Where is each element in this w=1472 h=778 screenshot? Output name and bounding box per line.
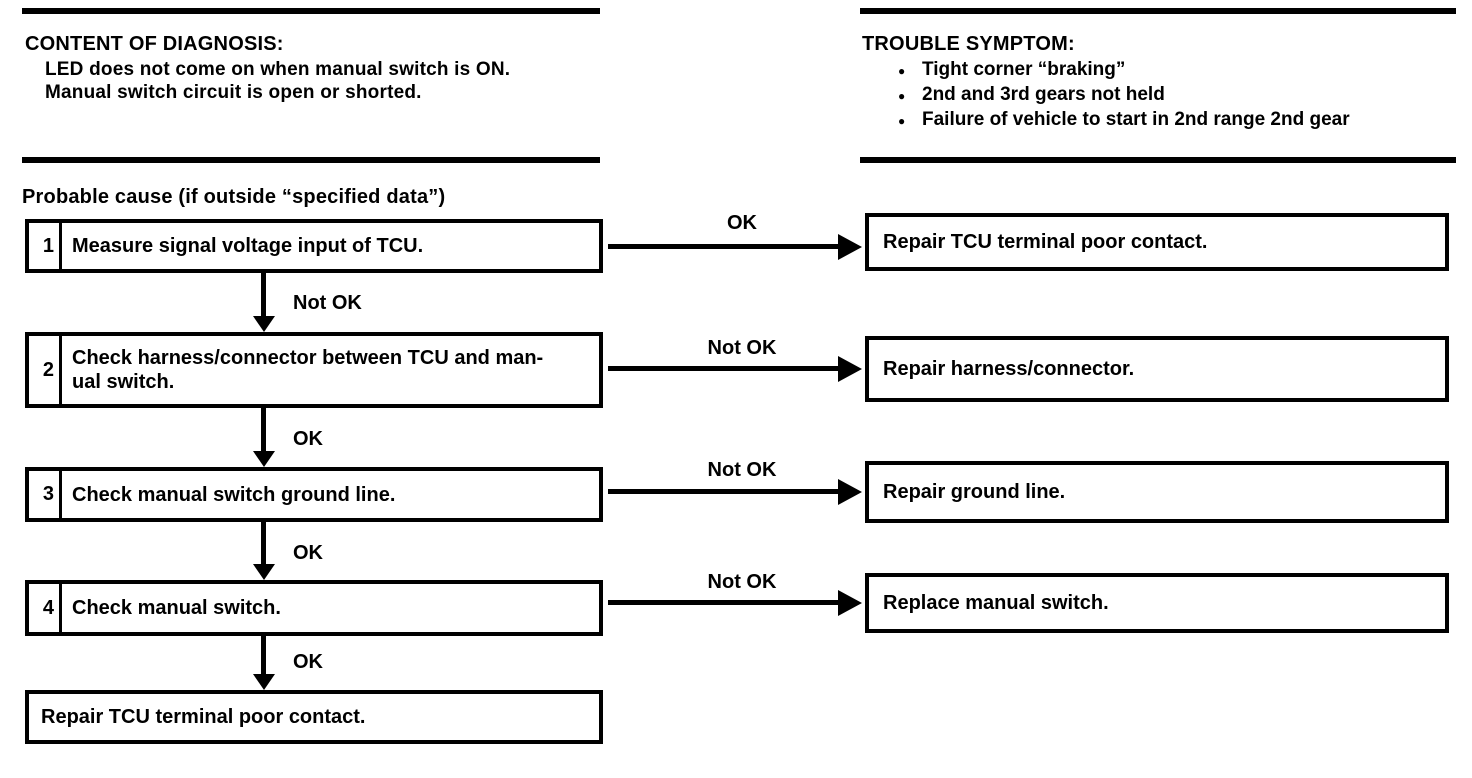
down-label-4: OK (293, 651, 323, 673)
right-arrow-icon (608, 234, 862, 260)
step-box-4: 4 Check manual switch. (25, 580, 603, 636)
final-action-box: Repair TCU terminal poor contact. (25, 690, 603, 744)
step-text: Check manual switch ground line. (72, 483, 396, 506)
step-number: 4 (29, 584, 62, 632)
action-text: Repair ground line. (883, 481, 1066, 503)
action-box-2: Repair harness/connector. (865, 336, 1449, 402)
right-header-bottom-rule (860, 157, 1456, 163)
trouble-symptom-list: ● Tight corner “braking” ● 2nd and 3rd g… (898, 58, 1350, 133)
content-of-diagnosis-text: LED does not come on when manual switch … (45, 59, 511, 103)
right-header-top-rule (860, 8, 1456, 14)
step-text: Check manual switch. (72, 597, 281, 619)
step-text: Measure signal voltage input of TCU. (72, 235, 424, 257)
step-number: 1 (29, 223, 62, 269)
action-text: Replace manual switch. (883, 592, 1109, 614)
down-arrow-icon (253, 522, 275, 580)
trouble-symptom-heading: TROUBLE SYMPTOM: (862, 33, 1075, 55)
right-arrow-icon (608, 590, 862, 616)
step-number: 3 (29, 471, 62, 518)
step-text: Check harness/connector between TCU and … (72, 347, 544, 393)
down-arrow-icon (253, 273, 275, 332)
action-box-3: Repair ground line. (865, 461, 1449, 523)
probable-cause-label: Probable cause (if outside “specified da… (22, 186, 446, 208)
branch-label-2: Not OK (707, 337, 777, 359)
trouble-symptom-item: ● Failure of vehicle to start in 2nd ran… (898, 108, 1350, 133)
trouble-symptom-text: Tight corner “braking” (922, 59, 1126, 80)
trouble-symptom-text: 2nd and 3rd gears not held (922, 84, 1165, 105)
trouble-symptom-text: Failure of vehicle to start in 2nd range… (922, 109, 1350, 130)
step-number: 2 (29, 336, 62, 404)
bullet-icon: ● (898, 64, 906, 78)
action-text: Repair TCU terminal poor contact. (883, 231, 1208, 253)
right-arrow-icon (608, 356, 862, 382)
down-label-2: OK (293, 428, 323, 450)
action-box-1: Repair TCU terminal poor contact. (865, 213, 1449, 271)
down-label-3: OK (293, 542, 323, 564)
left-header-bottom-rule (22, 157, 600, 163)
branch-label-4: Not OK (707, 571, 777, 593)
trouble-symptom-item: ● Tight corner “braking” (898, 58, 1350, 83)
action-text: Repair harness/connector. (883, 358, 1135, 380)
down-arrow-icon (253, 408, 275, 467)
branch-label-1: OK (727, 212, 757, 234)
action-box-4: Replace manual switch. (865, 573, 1449, 633)
step-box-2: 2 Check harness/connector between TCU an… (25, 332, 603, 408)
bullet-icon: ● (898, 89, 906, 103)
left-header-top-rule (22, 8, 600, 14)
step-box-3: 3 Check manual switch ground line. (25, 467, 603, 522)
step-box-1: 1 Measure signal voltage input of TCU. (25, 219, 603, 273)
content-of-diagnosis-heading: CONTENT OF DIAGNOSIS: (25, 33, 284, 55)
down-label-1: Not OK (293, 292, 362, 314)
right-arrow-icon (608, 479, 862, 505)
final-action-text: Repair TCU terminal poor contact. (41, 706, 366, 728)
branch-label-3: Not OK (707, 459, 777, 481)
bullet-icon: ● (898, 114, 906, 128)
down-arrow-icon (253, 636, 275, 690)
trouble-symptom-item: ● 2nd and 3rd gears not held (898, 83, 1350, 108)
